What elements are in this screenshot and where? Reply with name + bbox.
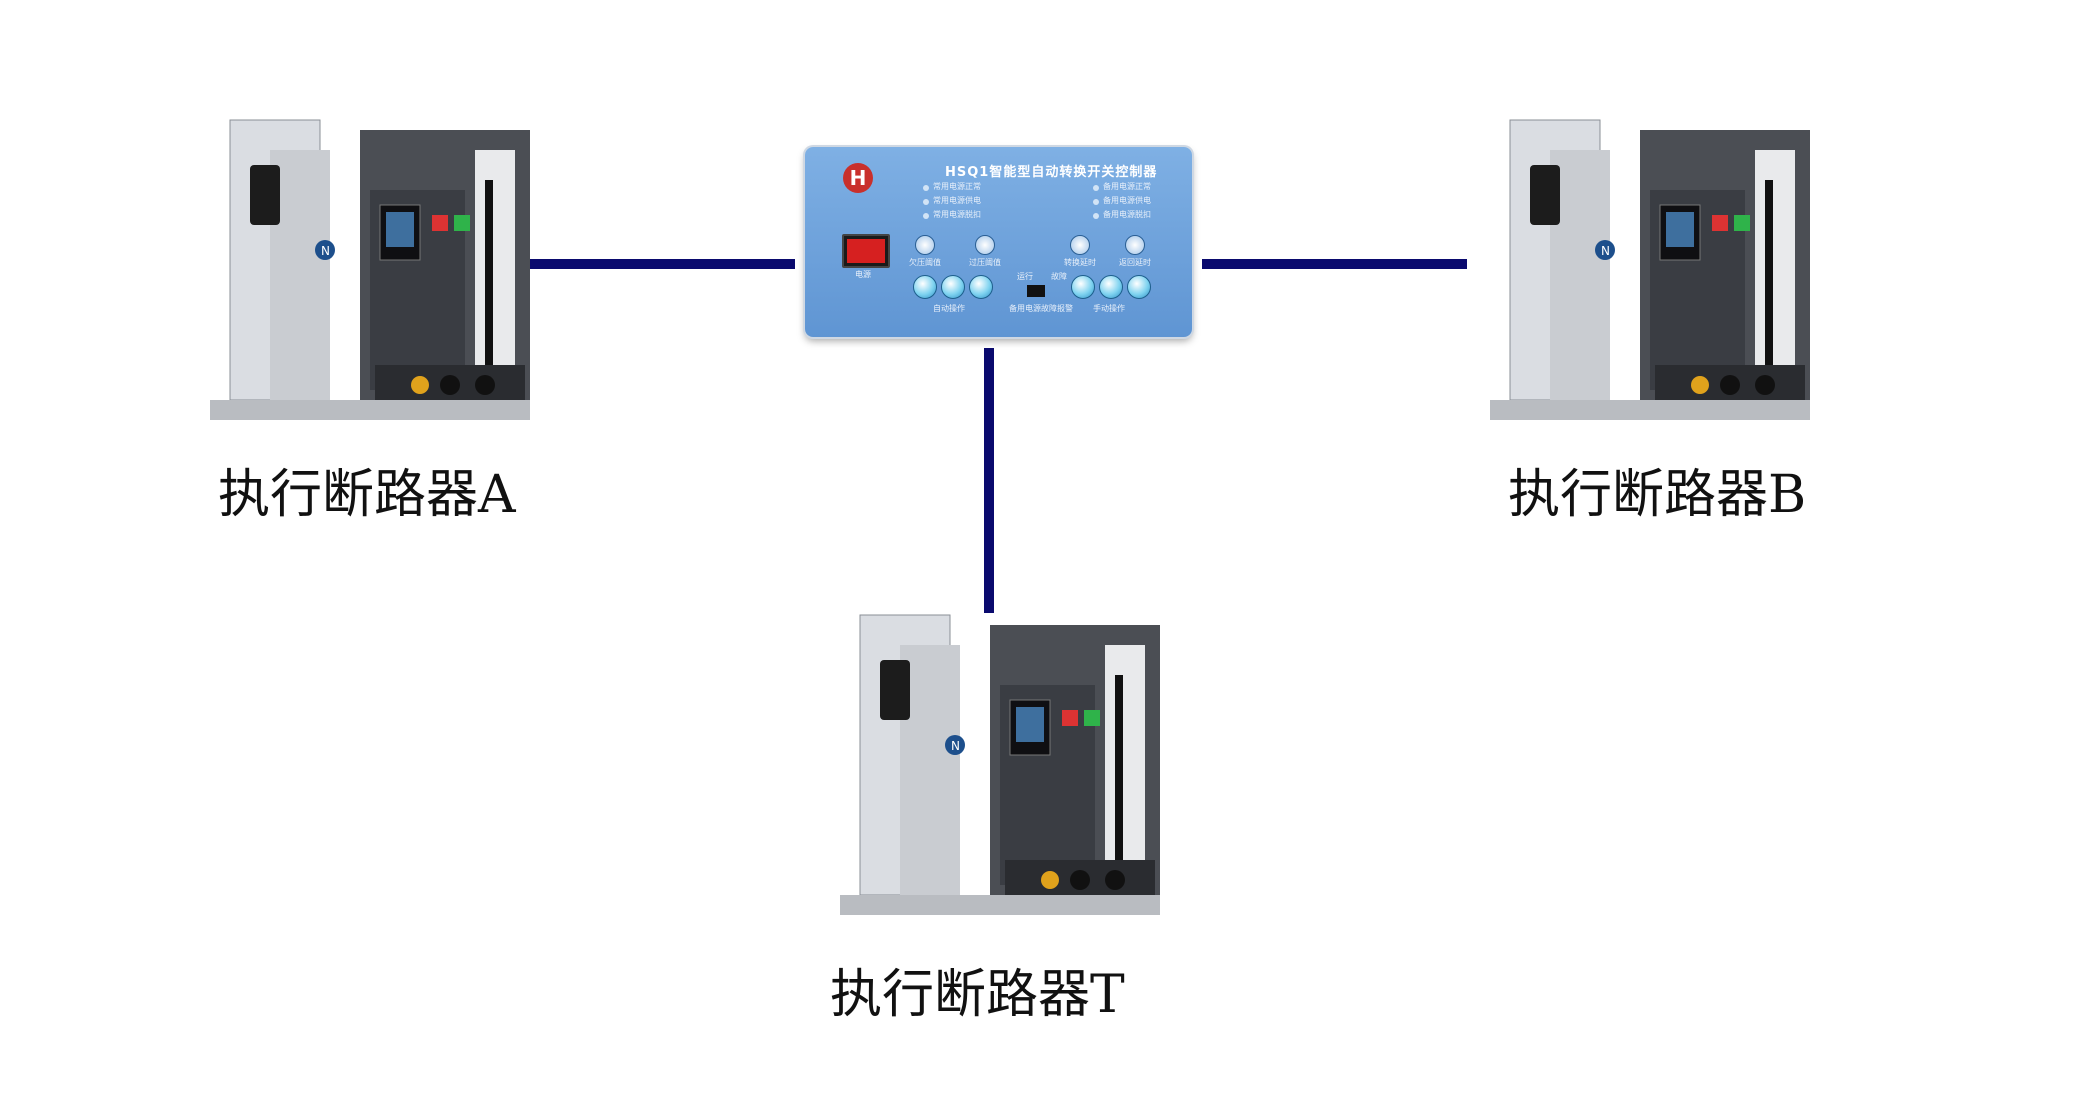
svg-text:N: N <box>321 244 330 258</box>
breaker-t-label: 执行断路器T <box>830 965 1125 1025</box>
auto-group-label: 自动操作 <box>933 304 965 313</box>
power-label: 电源 <box>855 270 871 279</box>
link-controller-to-breaker-t <box>984 348 994 613</box>
manual-group-label: 手动操作 <box>1093 304 1125 313</box>
status-led <box>923 185 929 191</box>
knob-label-2: 过压阈值 <box>969 258 1001 267</box>
svg-text:N: N <box>1601 244 1610 258</box>
status-led <box>923 199 929 205</box>
breaker-b-image: N <box>1490 110 1820 430</box>
status-led <box>1093 213 1099 219</box>
breaker-a-image: N <box>210 110 540 430</box>
run-label: 运行 <box>1017 272 1033 281</box>
fault-label: 故障 <box>1051 272 1067 281</box>
manual-button-1[interactable] <box>1071 275 1095 299</box>
power-switch[interactable] <box>842 234 890 268</box>
status-right-2: 备用电源供电 <box>1103 196 1151 205</box>
transfer-delay-knob[interactable] <box>1070 235 1090 255</box>
status-left-3: 常用电源脱扣 <box>933 210 981 219</box>
status-led <box>923 213 929 219</box>
ats-controller: H HSQ1智能型自动转换开关控制器 常用电源正常 常用电源供电 常用电源脱扣 … <box>805 147 1192 337</box>
brand-logo: H <box>843 163 873 193</box>
status-left-2: 常用电源供电 <box>933 196 981 205</box>
breaker-t-image: N <box>840 605 1170 925</box>
status-led <box>1093 199 1099 205</box>
status-left-1: 常用电源正常 <box>933 182 981 191</box>
link-controller-to-breaker-b <box>1202 259 1467 269</box>
auto-button-1[interactable] <box>913 275 937 299</box>
undervoltage-knob[interactable] <box>915 235 935 255</box>
knob-label-1: 欠压阈值 <box>909 258 941 267</box>
return-delay-knob[interactable] <box>1125 235 1145 255</box>
knob-label-4: 返回延时 <box>1119 258 1151 267</box>
breaker-a-label: 执行断路器A <box>218 465 516 525</box>
svg-text:N: N <box>951 739 960 753</box>
knob-label-3: 转换延时 <box>1064 258 1096 267</box>
status-right-3: 备用电源脱扣 <box>1103 210 1151 219</box>
breaker-b-label: 执行断路器B <box>1508 465 1807 525</box>
manual-button-3[interactable] <box>1127 275 1151 299</box>
link-controller-to-breaker-a <box>530 259 795 269</box>
status-led <box>1093 185 1099 191</box>
mode-switch[interactable] <box>1027 285 1045 297</box>
alarm-caption: 备用电源故障报警 <box>1009 304 1073 313</box>
auto-button-3[interactable] <box>969 275 993 299</box>
auto-button-2[interactable] <box>941 275 965 299</box>
status-right-1: 备用电源正常 <box>1103 182 1151 191</box>
manual-button-2[interactable] <box>1099 275 1123 299</box>
controller-title: HSQ1智能型自动转换开关控制器 <box>945 165 1158 180</box>
overvoltage-knob[interactable] <box>975 235 995 255</box>
